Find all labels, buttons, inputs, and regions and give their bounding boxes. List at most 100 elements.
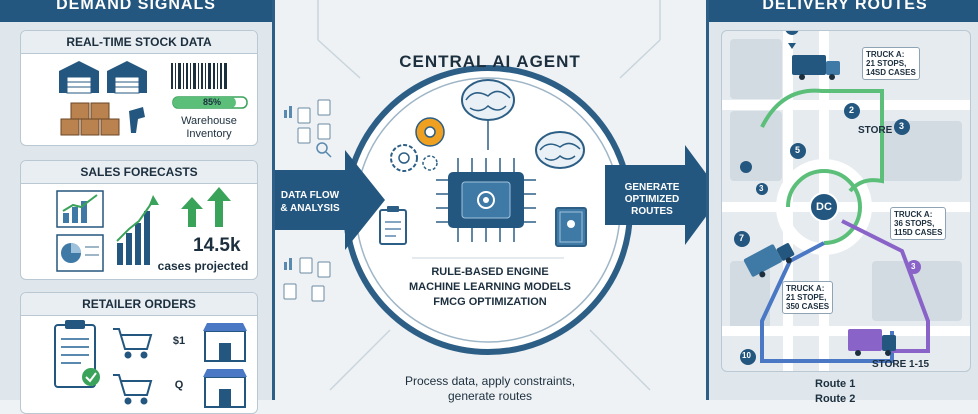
pin-number-6: 7 <box>739 233 745 243</box>
truck-icon <box>743 243 795 278</box>
bar-chart-icon <box>116 195 159 265</box>
demand-signals-header: DEMAND SIGNALS <box>0 0 272 22</box>
map-pin-icon <box>756 183 768 195</box>
truck-label-3-line2: 21 STOPE, <box>786 293 827 302</box>
store-range-label: STORE 1-15 <box>872 359 930 370</box>
brain-icon <box>461 79 515 150</box>
stock-caption-line2: Inventory <box>186 128 232 140</box>
book-icon <box>555 207 587 247</box>
warehouse-icon <box>59 61 99 94</box>
storefront-icon <box>203 323 247 408</box>
up-arrow-icon <box>181 187 231 227</box>
orders-card-graphics <box>54 320 247 408</box>
flow-in-label-line2: & ANALYSIS <box>280 203 340 214</box>
clipboard-icon <box>379 206 407 245</box>
legend-route2: Route 2 <box>815 393 856 405</box>
truck-icon <box>792 55 840 80</box>
truck-label-1-line2: 21 STOPS, <box>866 59 907 68</box>
flow-out-label-line2: OPTIMIZED <box>624 194 680 205</box>
forecast-value: 14.5k <box>193 235 241 256</box>
clipboard-icon <box>54 320 100 388</box>
engine-line-1: RULE-BASED ENGINE <box>431 266 549 278</box>
stock-progress-fill <box>173 97 236 108</box>
delivery-routes-header: DELIVERY ROUTES <box>709 0 978 22</box>
pin-number-7: 3 <box>911 262 916 271</box>
pin-number-1: 5 <box>789 34 794 43</box>
gear-icon <box>390 117 445 172</box>
route-map-graphics <box>722 31 970 371</box>
data-flow-arrow <box>262 150 385 250</box>
truck-label-2: TRUCK A: 36 STOPS, 115D CASES <box>890 207 947 240</box>
warehouse-icon <box>107 61 147 94</box>
map-pin-icon <box>740 349 756 365</box>
truck-label-2-line2: 36 STOPS, <box>894 219 935 228</box>
process-caption-line2: generate routes <box>447 389 533 403</box>
map-pin-icon <box>894 119 910 135</box>
boxes-icon <box>60 102 120 136</box>
retailer-orders-card: RETAILER ORDERS <box>20 292 258 414</box>
pin-number-2: 2 <box>849 105 855 115</box>
truck-label-1: TRUCK A: 21 STOPS, 14SD CASES <box>862 47 920 80</box>
truck-label-1-line3: 14SD CASES <box>866 68 916 77</box>
bar-chart-icon <box>284 106 292 270</box>
center-graphics <box>262 0 722 391</box>
agent-title: CENTRAL AI AGENT <box>399 52 581 71</box>
truck-label-1-line1: TRUCK A: <box>866 50 905 59</box>
sales-forecast-card: SALES FORECASTS <box>20 160 258 280</box>
order-row2-symbol: Q <box>174 379 184 391</box>
map-pin-icon <box>734 231 750 247</box>
truck-label-3-line1: TRUCK A: <box>786 284 825 293</box>
barcode-icon <box>171 63 227 89</box>
search-icon <box>316 142 332 158</box>
truck-label-2-line1: TRUCK A: <box>894 210 933 219</box>
brain-icon <box>535 131 585 169</box>
engine-line-3: FMCG OPTIMIZATION <box>433 296 547 308</box>
delivery-routes-panel: DELIVERY ROUTES <box>706 0 978 405</box>
truck-label-2-line3: 115D CASES <box>894 228 943 237</box>
pin-number-4: 5 <box>795 145 801 155</box>
dc-hub <box>809 192 839 222</box>
forecast-card-graphics <box>56 187 231 272</box>
map-pin-icon <box>785 31 799 49</box>
forecast-card-title: SALES FORECASTS <box>21 161 257 184</box>
route-map: TRUCK A: 21 STOPS, 14SD CASES TRUCK A: 3… <box>721 30 971 372</box>
forecast-caption: cases projected <box>157 259 249 273</box>
flow-out-label-line1: GENERATE <box>624 182 680 193</box>
document-icon <box>283 99 331 302</box>
optimized-routes-arrow <box>605 145 722 245</box>
cart-icon <box>113 328 153 405</box>
demand-signals-panel: DEMAND SIGNALS REAL-TIME STOCK DATA <box>0 0 275 414</box>
bar-chart-icon <box>56 190 104 228</box>
map-pin-icon <box>844 103 860 119</box>
scanner-icon <box>129 107 145 133</box>
dc-label: DC <box>816 201 832 213</box>
truck-label-3-line3: 350 CASES <box>786 302 830 311</box>
stock-card-graphics <box>59 61 248 136</box>
route-1-ring <box>786 169 862 245</box>
stock-data-card: REAL-TIME STOCK DATA <box>20 30 258 146</box>
process-caption-line1: Process data, apply constraints, <box>404 374 576 388</box>
chip-icon <box>436 158 536 242</box>
truck-icon <box>848 329 896 356</box>
stock-card-title: REAL-TIME STOCK DATA <box>21 31 257 54</box>
pie-chart-icon <box>56 234 104 272</box>
orders-card-title: RETAILER ORDERS <box>21 293 257 316</box>
pin-number-8: 10 <box>742 351 751 360</box>
truck-label-3: TRUCK A: 21 STOPE, 350 CASES <box>782 281 834 314</box>
stock-progress-label: 85% <box>202 97 221 107</box>
order-row1-symbol: $1 <box>172 335 186 347</box>
stock-caption-line1: Warehouse <box>181 115 237 127</box>
legend-route1: Route 1 <box>815 378 856 390</box>
flow-in-label-line1: DATA FLOW <box>280 190 340 201</box>
pin-number-5: 3 <box>759 184 764 193</box>
store-label: STORE <box>858 125 893 136</box>
flow-out-label-line3: ROUTES <box>631 206 673 217</box>
map-pin-icon <box>790 143 806 159</box>
route-1-line <box>760 88 884 193</box>
route-2-line <box>760 241 894 363</box>
map-pin-icon <box>907 260 921 274</box>
route-3-line <box>841 219 930 353</box>
map-pin-icon <box>740 161 752 173</box>
engine-line-2: MACHINE LEARNING MODELS <box>409 281 571 293</box>
